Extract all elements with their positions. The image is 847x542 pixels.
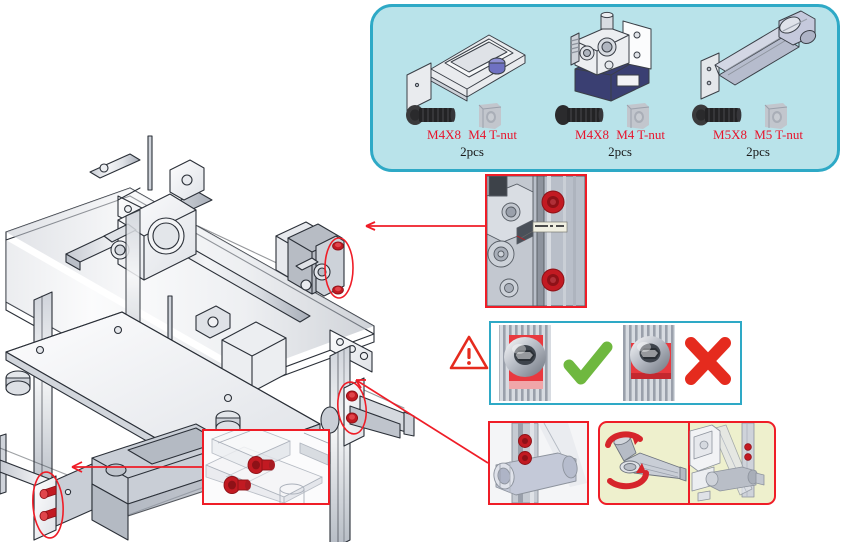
rotation-arrowhead-top — [631, 433, 640, 445]
leader-extruder-arrow — [365, 221, 376, 231]
spool-detail-screw-highlights — [518, 434, 532, 465]
tnut-label: M4 T-nut — [616, 127, 665, 142]
bed-detail-art — [205, 431, 328, 503]
screw-label: M4X8 — [575, 127, 609, 142]
correct-example — [499, 325, 551, 401]
parts-list-box: M4X8 M4 T-nut 2pcs — [370, 4, 840, 172]
screw-m4x8-icon — [555, 105, 604, 125]
panel-divider — [688, 423, 690, 503]
extruder-screw-highlight — [332, 241, 344, 295]
tnut-label: M5 T-nut — [754, 127, 803, 142]
spool-holder-screw-highlight — [345, 390, 359, 424]
fastener-labels: M4X8 M4 T-nut — [539, 127, 701, 143]
marker-ellipse-lcd — [32, 471, 64, 539]
incorrect-example — [623, 325, 675, 401]
lcd-bracket-underside-detail-panel — [202, 429, 330, 505]
warning-panel-art — [499, 325, 731, 401]
fastener-labels: M5X8 M5 T-nut — [677, 127, 839, 143]
leader-spool — [355, 379, 489, 464]
quantity-label: 2pcs — [460, 144, 484, 159]
spool-detail-art — [493, 423, 587, 503]
rotation-arrowhead-bottom — [636, 463, 646, 473]
installed-screw-highlights — [744, 443, 752, 461]
quantity-label: 2pcs — [608, 144, 632, 159]
spool-holder-mount-detail-panel — [488, 421, 589, 505]
fastener-m4x8-and-tnut — [406, 103, 502, 129]
screw-m5x8-icon — [692, 104, 742, 126]
part-group-spool-holder: M5X8 M5 T-nut 2pcs — [683, 7, 833, 169]
quantity-label: 2pcs — [746, 144, 770, 159]
extruder-detail-art — [487, 176, 585, 306]
installed-spool-holder-art — [689, 423, 765, 502]
bed-detail-screw-highlights — [223, 456, 275, 494]
screw-seating-warning-panel — [489, 321, 742, 405]
part-group-extruder: M4X8 M4 T-nut 2pcs — [545, 7, 695, 169]
spool-holder-rotation-detail-panel — [598, 421, 776, 505]
tnut-label: M4 T-nut — [468, 127, 517, 142]
extruder-motor-assembly-icon — [570, 11, 652, 102]
fastener-labels: M4X8 M4 T-nut — [391, 127, 553, 143]
extruder-mount-detail-panel — [485, 174, 587, 308]
fastener-m4x8-and-tnut-2 — [555, 103, 650, 129]
part-group-lcd-bracket: M4X8 M4 T-nut 2pcs — [397, 7, 547, 169]
leader-lcd-arrow — [71, 461, 83, 473]
lcd-bracket-screw-highlight — [39, 485, 57, 522]
tnut-m4-icon — [626, 103, 650, 129]
marker-ellipse-extruder — [324, 237, 354, 299]
highlighted-screws-on-printer — [39, 241, 359, 522]
tnut-m4-icon — [478, 103, 502, 129]
leader-spool-arrow — [355, 379, 366, 389]
lcd-screen-bracket-icon — [406, 34, 526, 112]
rotation-instruction-art — [605, 431, 687, 490]
screw-m4x8-icon — [406, 105, 456, 125]
filament-spool-holder-icon — [700, 10, 817, 100]
marker-ellipse-spool — [337, 381, 367, 435]
cad-tooltip — [516, 221, 568, 241]
printer-illustration — [0, 135, 415, 542]
tnut-m5-icon — [764, 103, 788, 129]
correct-checkmark — [563, 341, 613, 385]
incorrect-cross — [685, 337, 731, 385]
detail-screw-highlights — [541, 190, 565, 292]
warning-triangle-icon — [449, 335, 489, 370]
fastener-m5x8-and-tnut — [692, 103, 788, 129]
screw-label: M4X8 — [427, 127, 461, 142]
screw-label: M5X8 — [713, 127, 747, 142]
